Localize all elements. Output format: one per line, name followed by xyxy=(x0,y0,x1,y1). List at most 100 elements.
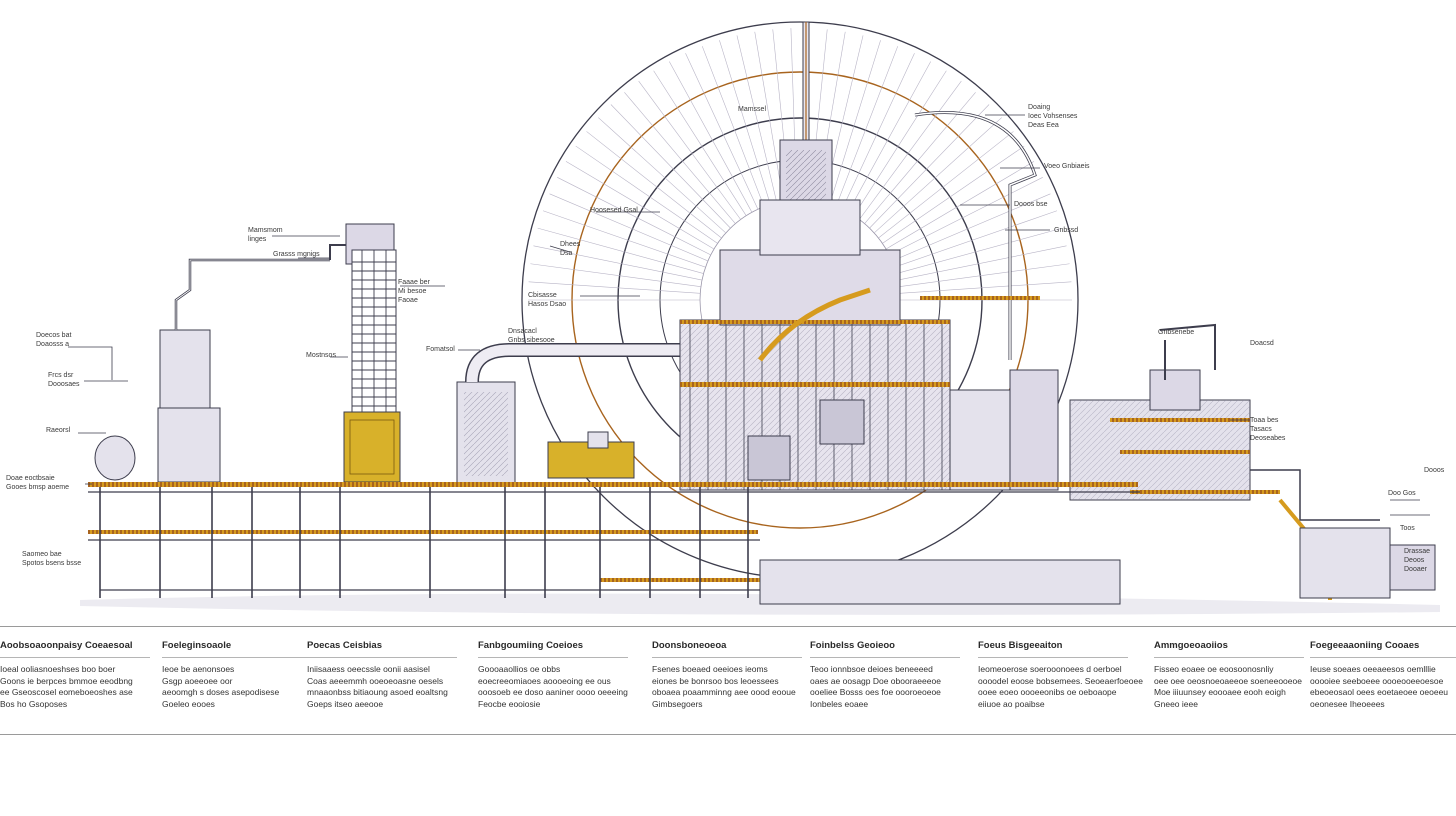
platform-decks xyxy=(88,482,1140,605)
callout-line: Doacsd xyxy=(1250,340,1274,347)
callout-line: Doaosss a xyxy=(36,341,69,348)
legend-text: ee Gseoscosel eomeboeoshes ase xyxy=(0,687,133,697)
wheel-spoke xyxy=(537,227,704,274)
wheel-spoke xyxy=(853,70,947,216)
legend-text: aeoomgh s doses asepodisese xyxy=(162,687,280,697)
callout-line: Dsa xyxy=(560,250,573,257)
wheel-spoke xyxy=(669,61,753,213)
legend-rule-top xyxy=(0,626,1456,627)
callout-label: Doo Gos xyxy=(1388,490,1416,497)
callout-label: Mamssel xyxy=(738,106,766,113)
wheel-spoke xyxy=(565,161,715,250)
callout-line: Fomatsol xyxy=(426,346,455,353)
callout-line: Raeorsl xyxy=(46,427,71,434)
legend-heading: Ammgoeoaoiios xyxy=(1154,640,1304,658)
legend-heading: Fanbgoumiing Coeioes xyxy=(478,640,628,658)
callout-label: Hoosesed Gsal xyxy=(590,207,638,214)
callout-line: Ioec Vohsenses xyxy=(1028,113,1078,120)
legend-heading: Foeleginsoaole xyxy=(162,640,312,658)
wheel-spoke xyxy=(719,40,771,205)
callout-line: Dnsacacl xyxy=(508,328,537,335)
callout-line: Doae eoctbsaie xyxy=(6,475,55,482)
callout-line: Toos xyxy=(1400,525,1415,532)
callout-label: Dooos bse xyxy=(1014,201,1048,208)
wheel-spoke xyxy=(624,92,736,224)
callout-line: Drassae xyxy=(1404,548,1430,555)
wheel-spoke xyxy=(896,227,1063,274)
legend-text: oee oee oeosnoeoaeeoe soeneeooeoe xyxy=(1154,675,1302,686)
wheel-spoke xyxy=(894,210,1058,268)
wheel-spoke xyxy=(530,263,701,287)
wheel-spoke xyxy=(829,40,881,205)
wheel-spoke xyxy=(847,61,931,213)
callout-label: Voeo Gnbiaeis xyxy=(1044,163,1090,170)
callout-line: Mostnsos xyxy=(306,352,336,359)
legend-text: Iniisaaess oeecssle oonii aasisel xyxy=(307,664,430,674)
callout-line: Dooos bse xyxy=(1014,201,1048,208)
wheel-spoke xyxy=(701,46,765,207)
central-machinery xyxy=(679,199,1059,491)
callout-label: Raeorsl xyxy=(46,427,71,434)
callout-line: Toaa bes xyxy=(1250,417,1279,424)
callout-line: Deoseabes xyxy=(1250,435,1286,442)
legend-heading: Doonsboneoeoa xyxy=(652,640,802,658)
callout-line: Faaae ber xyxy=(398,279,431,286)
wheel-spoke xyxy=(638,80,741,220)
wheel-spoke xyxy=(889,177,1043,256)
wheel-spoke xyxy=(878,131,1014,239)
callout-label: Mostnsos xyxy=(306,352,336,359)
wheel-spoke xyxy=(736,35,778,203)
wheel-spoke xyxy=(873,117,1002,234)
legend-text: Gsgp aoeeoee oor xyxy=(162,675,233,686)
wheel-spoke xyxy=(859,80,962,220)
legend-heading: Foinbelss Geoieoo xyxy=(810,640,960,658)
callout-line: Dooosaes xyxy=(48,381,80,388)
callout-line: Gnbssd xyxy=(1054,227,1078,234)
wheel-spoke xyxy=(835,46,899,207)
legend-text: oeonesee Iheoeees xyxy=(1310,698,1385,709)
curved-pipe xyxy=(914,111,1037,360)
legend-text: Fisseo eoaee oe eoosoonosnliy xyxy=(1154,664,1274,674)
callout-line: Hasos Dsao xyxy=(528,301,566,308)
callout-label: Gnbssd xyxy=(1054,227,1078,234)
legend-text: mnaaonbss bitiaoung asoed eoaltsng xyxy=(307,687,448,697)
wheel-spoke xyxy=(610,104,731,229)
callout-line: Mamsmom xyxy=(248,227,283,234)
legend-heading: Foeus Bisgeeaiton xyxy=(978,640,1128,658)
wheel-spoke xyxy=(557,177,711,256)
callout-line: Deas Eea xyxy=(1028,122,1059,129)
legend-text: Ieoe be aenonsoes xyxy=(162,664,235,674)
wheel-spoke xyxy=(869,104,990,229)
legend-text: Gimbsegoers xyxy=(652,698,703,709)
legend-text: Moe iiiuunsey eoooaee eooh eoigh xyxy=(1154,687,1286,697)
wheel-spoke xyxy=(542,210,706,268)
callout-line: Frcs dsr xyxy=(48,372,74,379)
legend-text: Goons ie berpces bmmoe eeodbng xyxy=(0,675,133,686)
wheel-spokes xyxy=(528,28,1072,301)
left-tank xyxy=(94,244,346,483)
callout-label: Toos xyxy=(1400,525,1415,532)
callout-label: Doacsd xyxy=(1250,340,1274,347)
legend-heading: Aoobsoaoonpaisy Coeaesoal xyxy=(0,640,150,658)
legend-text: Goeleo eooes xyxy=(162,698,215,709)
legend-text: oooodel eoose bobsemees. Seoeaerfoeoee xyxy=(978,675,1143,686)
legend-text: Goeps itseo aeeooe xyxy=(307,698,384,709)
callout-line: Voeo Gnbiaeis xyxy=(1044,163,1090,170)
callout-line: Dooaer xyxy=(1404,566,1428,573)
